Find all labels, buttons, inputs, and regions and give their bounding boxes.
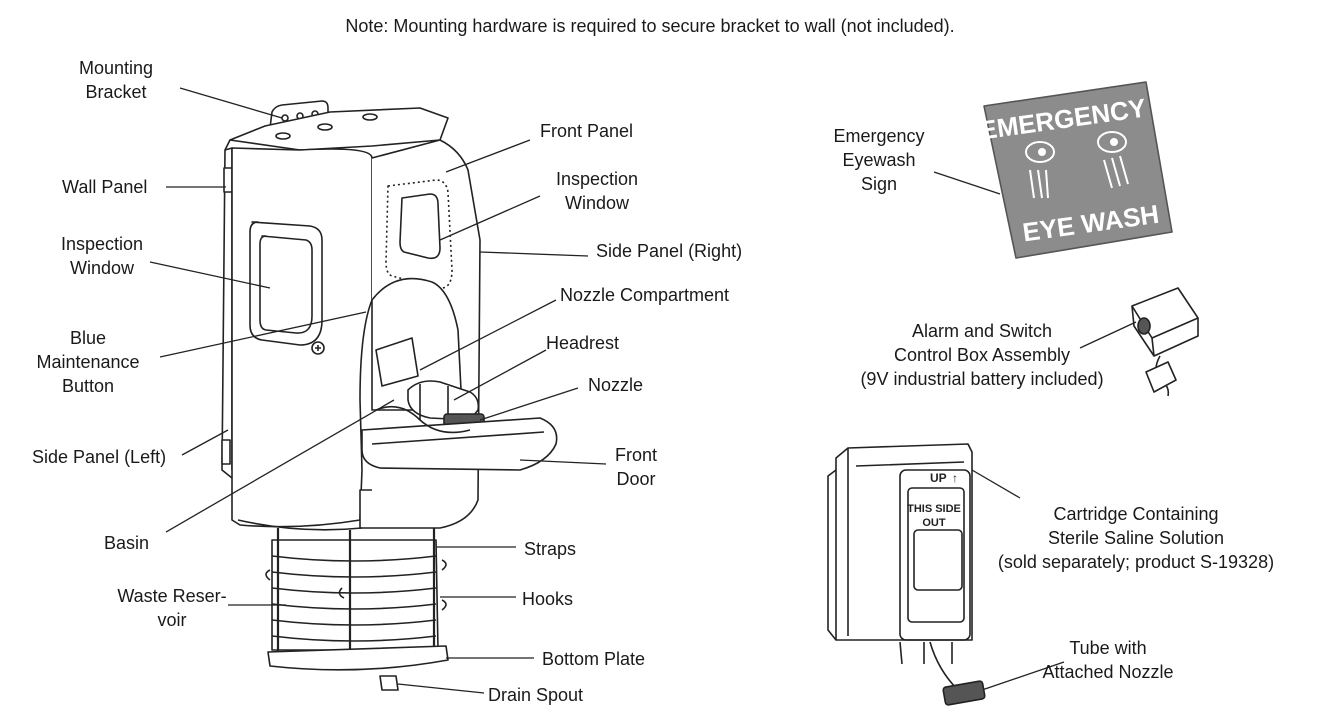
cartridge-up-text: UP xyxy=(930,471,947,485)
leader-lines xyxy=(149,87,1137,694)
emergency-eyewash-sign xyxy=(983,81,1173,259)
wall-panel-shape xyxy=(221,139,233,479)
waste-reservoir-shape xyxy=(271,539,439,651)
label-nozzle-compartment: Nozzle Compartment xyxy=(560,285,730,305)
label-bottom-plate: Bottom Plate xyxy=(542,649,646,669)
cartridge-side-text-2: OUT xyxy=(922,517,946,529)
label-drain-spout: Drain Spout xyxy=(488,685,584,705)
label-side-panel-right: Side Panel (Right) xyxy=(596,241,743,261)
drain-spout-shape xyxy=(379,675,399,691)
mounting-bracket-shape xyxy=(269,100,329,129)
label-waste-reservoir: Waste Reser-voir xyxy=(117,586,227,630)
bottom-plate-shape xyxy=(267,645,449,671)
saline-cartridge xyxy=(827,443,986,706)
label-headrest: Headrest xyxy=(546,333,620,353)
label-hooks: Hooks xyxy=(522,589,574,609)
inspection-window-left-shape xyxy=(249,221,323,346)
hooks-shape xyxy=(265,559,447,611)
label-basin: Basin xyxy=(104,533,150,553)
basin-shape xyxy=(375,405,471,434)
headrest-shape xyxy=(407,380,480,421)
tube-nozzle-shape xyxy=(942,680,986,706)
label-straps: Straps xyxy=(524,539,577,559)
side-panel-left-shape xyxy=(231,147,373,528)
label-side-panel-left: Side Panel (Left) xyxy=(32,447,167,467)
straps-shape xyxy=(276,528,436,664)
label-nozzle: Nozzle xyxy=(588,375,644,395)
cartridge-up-arrow-icon: ↑ xyxy=(952,471,958,485)
cartridge-side-text-1: THIS SIDE xyxy=(907,503,961,515)
label-wall-panel: Wall Panel xyxy=(62,177,148,197)
eyewash-station xyxy=(221,100,558,691)
inspection-window-right-shape xyxy=(385,179,453,289)
label-front-panel: Front Panel xyxy=(540,121,634,141)
alarm-control-box xyxy=(1131,287,1199,397)
mounting-note: Note: Mounting hardware is required to s… xyxy=(345,16,955,36)
